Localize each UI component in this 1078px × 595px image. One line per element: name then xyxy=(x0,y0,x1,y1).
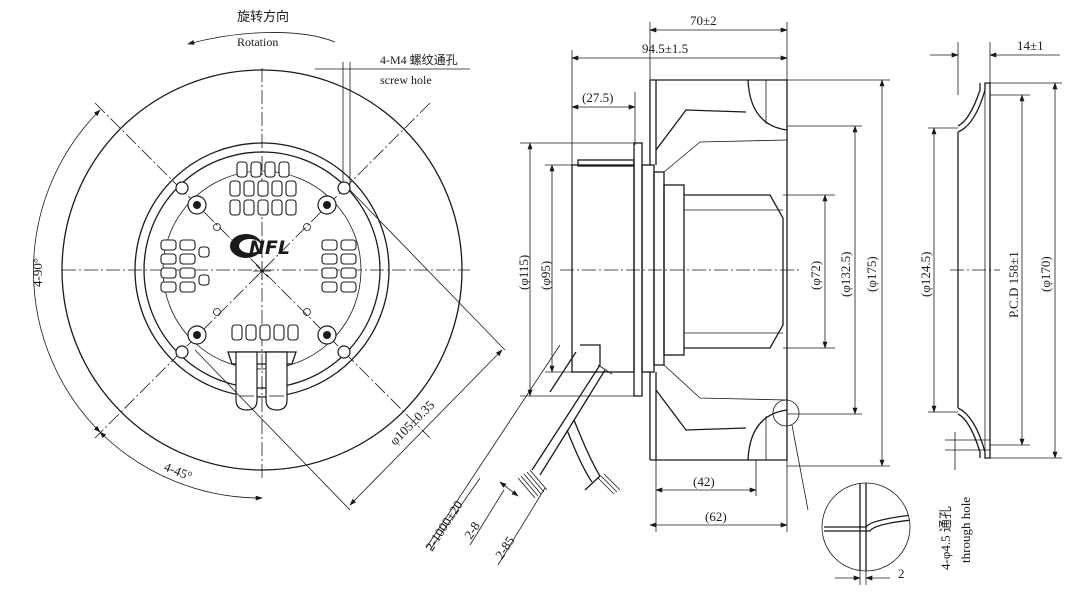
dim-115-label: (φ115) xyxy=(516,255,531,290)
rotation-label-cn: 旋转方向 xyxy=(237,9,289,24)
strip-85-label: 2-85 xyxy=(492,533,518,561)
dim-27-5-label: (27.5) xyxy=(582,90,613,105)
vent-slots xyxy=(160,161,357,341)
dim-62-label: (62) xyxy=(705,509,727,524)
through-hole-label-cn: 4-φ4.5 通孔 xyxy=(938,506,953,570)
brand-logo: NFL xyxy=(230,234,290,259)
through-hole-label-en: through hole xyxy=(958,497,973,563)
cable-outlet xyxy=(227,351,297,411)
side-cables xyxy=(517,344,621,499)
dim-94-5-label: 94.5±1.5 xyxy=(642,41,688,56)
detail-2-label: 2 xyxy=(898,566,905,581)
dim-95-label: (φ95) xyxy=(538,261,553,290)
dim-72-label: (φ72) xyxy=(808,261,823,290)
dim-132-5-label: (φ132.5) xyxy=(838,252,853,297)
detail-view: 2 xyxy=(821,482,911,585)
dim-70-label: 70±2 xyxy=(690,13,717,28)
strip-8-label: 2-8 xyxy=(461,519,483,542)
dim-170-label: (φ170) xyxy=(1038,256,1053,292)
inlet-ring-view: 14±1 (φ124.5) P.C.D 158±1 (φ170) 4-φ4.5 … xyxy=(918,38,1062,570)
dim-14-label: 14±1 xyxy=(1017,38,1044,53)
pcd-105-label: φ105±0.35 xyxy=(387,397,438,448)
screw-holes-outer xyxy=(175,181,351,359)
angle-90-arc xyxy=(33,109,101,433)
dim-42-label: (42) xyxy=(693,474,715,489)
angle-45-label: 4-45° xyxy=(162,459,195,484)
side-view: 70±2 94.5±1.5 (27.5) (φ115) (φ95) xyxy=(516,13,911,585)
angle-45-arc xyxy=(99,431,263,501)
cable-length-label: 2-1000±20 xyxy=(422,498,466,554)
screw-hole-label-en: screw hole xyxy=(380,73,432,87)
pcd-158-label: P.C.D 158±1 xyxy=(1006,251,1021,318)
rotation-arrow xyxy=(187,32,336,45)
angle-90-label: 4-90° xyxy=(30,258,45,287)
dim-124-5-label: (φ124.5) xyxy=(918,252,933,297)
inner-bosses xyxy=(187,195,337,345)
front-view: 旋转方向 Rotation 4-M4 螺纹通孔 screw hole xyxy=(30,9,561,566)
dim-175-label: (φ175) xyxy=(864,256,879,292)
rotation-label-en: Rotation xyxy=(237,35,278,49)
screw-hole-label-cn: 4-M4 螺纹通孔 xyxy=(380,53,458,67)
logo-text: NFL xyxy=(249,237,290,259)
